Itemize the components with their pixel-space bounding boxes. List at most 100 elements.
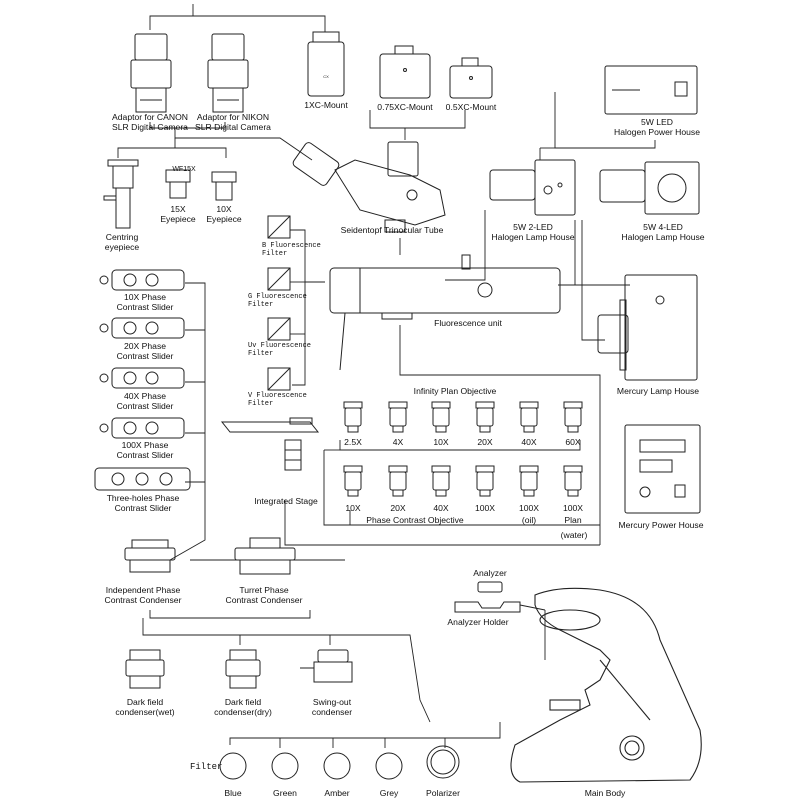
filter-green-label: Green <box>273 788 297 798</box>
mercury-power-drawing <box>624 424 701 514</box>
swing-out-condenser-drawing <box>300 649 353 683</box>
mercury-power-label: Mercury Power House <box>618 520 704 530</box>
filter-row-label: Filter <box>190 762 223 772</box>
infinity-objective-label: 4X <box>392 437 404 447</box>
lamp-house-2led-drawing <box>489 159 576 216</box>
phase-objective-label: 40X <box>433 503 449 513</box>
filter-blue-label: Blue <box>224 788 242 798</box>
objectives-drawing <box>343 401 583 497</box>
dark-field-wet-drawing <box>125 649 165 689</box>
analyzer-label: Analyzer <box>473 568 507 578</box>
phase-objective-water-label: (water) <box>560 530 588 540</box>
c-mount-1x-label: 1XC-Mount <box>304 100 348 110</box>
infinity-objective-label: 2.5X <box>344 437 362 447</box>
analyzer-holder-label: Analyzer Holder <box>447 617 509 627</box>
phase-objective-title: Phase Contrast Objective <box>366 515 464 525</box>
analyzer-drawing <box>454 581 521 613</box>
svg-text:CX: CX <box>323 74 329 79</box>
eyepiece-15x-drawing <box>165 169 191 199</box>
c-mount-1x-drawing: CX <box>307 31 345 97</box>
mercury-lamp-drawing <box>597 274 698 381</box>
fluorescence-filters-drawing <box>267 215 291 391</box>
phase-sliders-drawing <box>94 269 191 491</box>
main-body-label: Main Body <box>584 788 626 798</box>
infinity-objective-label: 40X <box>521 437 537 447</box>
phase-objective-2 <box>431 465 451 497</box>
trinocular-tube-drawing <box>292 141 446 233</box>
c-mount-05x-drawing <box>449 57 493 99</box>
infinity-objective-5 <box>563 401 583 433</box>
infinity-objective-label: 20X <box>477 437 493 447</box>
phase-objective-1 <box>388 465 408 497</box>
phase-objective-4 <box>519 465 539 497</box>
phase-objective-sub-label: Plan <box>564 515 582 525</box>
nikon-adaptor-drawing <box>207 33 249 113</box>
c-mount-075x-label: 0.75XC-Mount <box>377 102 433 112</box>
phase-objective-3 <box>475 465 495 497</box>
color-filters-drawing <box>219 745 460 780</box>
integrated-stage-label: Integrated Stage <box>254 496 318 506</box>
polarizer-label: Polarizer <box>426 788 460 798</box>
dark-field-dry-drawing <box>225 649 261 689</box>
filter-amber-label: Amber <box>324 788 350 798</box>
main-body-drawing <box>510 587 702 783</box>
integrated-stage-drawing <box>220 417 320 471</box>
infinity-objective-4 <box>519 401 539 433</box>
eyepiece-10x-drawing <box>211 171 237 201</box>
c-mount-075x-drawing <box>379 45 431 99</box>
turret-condenser-drawing <box>190 537 345 575</box>
centring-eyepiece-drawing <box>103 159 139 229</box>
trinocular-label: Seidentopf Trinocular Tube <box>340 225 444 235</box>
c-mount-05x-label: 0.5XC-Mount <box>445 102 497 112</box>
lamp-house-4led-drawing <box>599 161 700 215</box>
infinity-objective-title: Infinity Plan Objective <box>413 386 497 396</box>
led-power-house-drawing <box>604 65 698 115</box>
infinity-objective-2 <box>431 401 451 433</box>
phase-objective-0 <box>343 465 363 497</box>
infinity-objective-label: 60X <box>565 437 581 447</box>
independent-condenser-drawing <box>124 539 176 573</box>
phase-objective-sub-label: (oil) <box>521 515 537 525</box>
filter-grey-label: Grey <box>379 788 399 798</box>
phase-objective-label: 100X <box>518 503 540 513</box>
infinity-objective-label: 10X <box>433 437 449 447</box>
eyepiece-15x-mark: WF15X <box>172 166 196 173</box>
infinity-objective-1 <box>388 401 408 433</box>
phase-objective-label: 10X <box>345 503 361 513</box>
phase-objective-label: 20X <box>390 503 406 513</box>
connector-lines <box>117 4 656 748</box>
infinity-objective-0 <box>343 401 363 433</box>
phase-objective-5 <box>563 465 583 497</box>
mercury-lamp-label: Mercury Lamp House <box>616 386 700 396</box>
fluorescence-unit-label: Fluorescence unit <box>434 318 502 328</box>
canon-adaptor-drawing <box>130 33 172 113</box>
phase-objective-label: 100X <box>474 503 496 513</box>
phase-objective-label: 100X <box>562 503 584 513</box>
infinity-objective-3 <box>475 401 495 433</box>
fluorescence-unit-drawing <box>329 254 561 371</box>
